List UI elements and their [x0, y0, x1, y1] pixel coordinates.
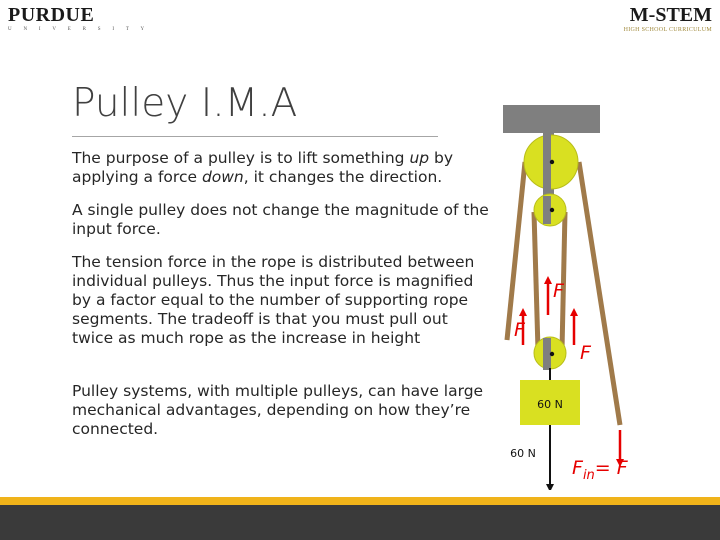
footer-bar [0, 505, 720, 540]
title-divider [72, 136, 438, 137]
pulley-middle-axle [549, 207, 555, 213]
ceiling-bar [503, 105, 600, 133]
m-stem-logo-sub: HIGH SCHOOL CURRICULUM [623, 27, 712, 33]
purdue-logo: PURDUE U N I V E R S I T Y [8, 4, 149, 32]
block-bottom-plate [543, 338, 551, 370]
force-label-left: F [514, 319, 526, 341]
input-force-label: Fin= F [572, 457, 629, 483]
load-box [520, 380, 580, 425]
load-label-upper: 60 N [537, 398, 563, 411]
paragraph-systems: Pulley systems, with multiple pulleys, c… [72, 382, 484, 438]
pulley-diagram: 60 N 60 N F F F Fin= F [503, 105, 629, 490]
purdue-logo-name: PURDUE [8, 4, 95, 26]
paragraph-direction: The purpose of a pulley is to lift somet… [72, 149, 492, 187]
load-label-lower: 60 N [510, 447, 536, 460]
input-force-f: F [572, 457, 584, 479]
force-label-middle: F [553, 280, 565, 302]
input-force-sub: in [583, 468, 595, 483]
footer-accent-strip [0, 497, 720, 505]
paragraph-tension: The tension force in the rope is distrib… [72, 253, 475, 347]
input-force-eq: = F [595, 457, 629, 479]
block-top-plate [543, 130, 551, 222]
pulley-top-axle [549, 159, 555, 165]
p1-em-down: down [201, 168, 244, 186]
m-stem-logo-name: M-STEM [629, 4, 712, 26]
p1-text-before: The purpose of a pulley is to lift somet… [72, 149, 410, 167]
p1-text-middle: by applying a force [72, 149, 454, 186]
rope-left-outer [504, 161, 528, 341]
rope-right-inner [559, 211, 568, 351]
pulley-bottom-axle [549, 351, 555, 357]
rope-right-outer [576, 161, 623, 426]
block-middle-plate [543, 196, 551, 224]
rope-left-inner [531, 211, 541, 351]
m-stem-logo: M-STEM HIGH SCHOOL CURRICULUM [624, 4, 712, 33]
p1-em-up: up [409, 149, 430, 167]
force-label-right: F [580, 342, 592, 364]
slide-title: Pulley I.M.A [72, 81, 298, 126]
paragraph-single-pulley: A single pulley does not change the magn… [72, 201, 489, 238]
purdue-logo-sub: U N I V E R S I T Y [8, 27, 150, 32]
p1-text-after: , it changes the direction. [243, 168, 443, 186]
